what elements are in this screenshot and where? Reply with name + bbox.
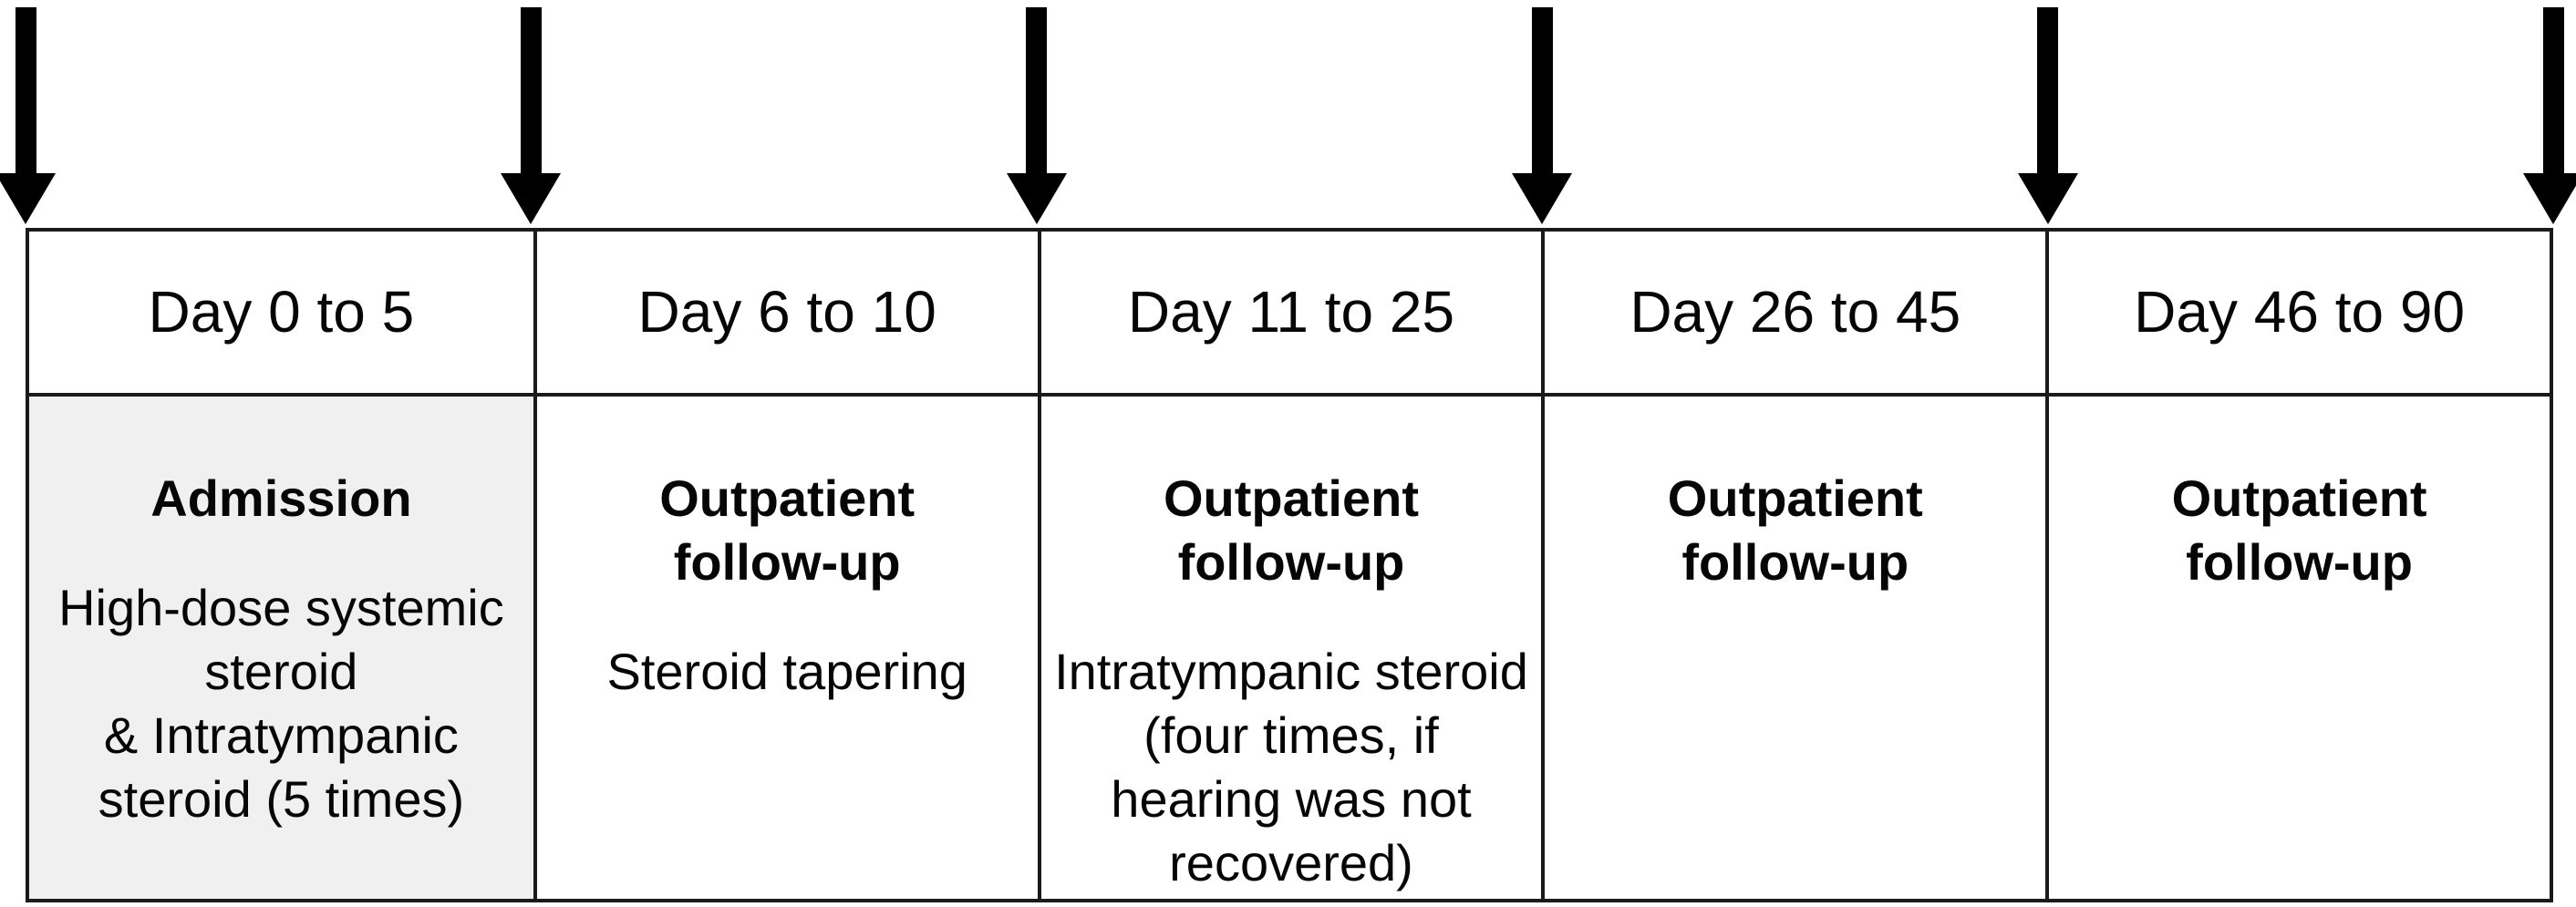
phase-detail: Steroid tapering bbox=[606, 643, 967, 700]
phase-cell-outpatient-3: Outpatient follow-up bbox=[1541, 397, 2046, 899]
phase-heading: Outpatient follow-up bbox=[659, 469, 916, 591]
arrow-head bbox=[0, 173, 56, 224]
arrow-head bbox=[1006, 173, 1067, 224]
phase-detail: High-dose systemic steroid & Intratympan… bbox=[58, 579, 504, 828]
arrow-head bbox=[1512, 173, 1573, 224]
arrow-shaft bbox=[520, 7, 542, 173]
down-arrow-icon bbox=[1006, 7, 1067, 224]
arrow-head bbox=[2017, 173, 2078, 224]
phase-heading: Outpatient follow-up bbox=[2171, 469, 2427, 591]
arrow-shaft bbox=[1026, 7, 1048, 173]
phase-cell-admission: Admission High-dose systemic steroid & I… bbox=[29, 397, 533, 899]
period-label: Day 26 to 45 bbox=[1629, 279, 1961, 345]
period-header-day-26-45: Day 26 to 45 bbox=[1541, 232, 2046, 397]
timepoint-arrows bbox=[0, 0, 2576, 228]
phase-heading: Outpatient follow-up bbox=[1164, 469, 1419, 591]
timeline-table: Day 0 to 5 Day 6 to 10 Day 11 to 25 Day … bbox=[26, 228, 2553, 902]
arrow-shaft bbox=[2037, 7, 2059, 173]
down-arrow-icon bbox=[0, 7, 56, 224]
period-label: Day 11 to 25 bbox=[1127, 279, 1455, 345]
period-header-day-6-10: Day 6 to 10 bbox=[533, 232, 1038, 397]
period-label: Day 46 to 90 bbox=[2134, 279, 2466, 345]
arrow-shaft bbox=[2542, 7, 2564, 173]
phase-heading: Outpatient follow-up bbox=[1667, 469, 1923, 591]
arrow-shaft bbox=[15, 7, 36, 173]
period-label: Day 0 to 5 bbox=[148, 279, 415, 345]
down-arrow-icon bbox=[501, 7, 562, 224]
period-header-day-0-5: Day 0 to 5 bbox=[29, 232, 533, 397]
down-arrow-icon bbox=[2523, 7, 2576, 224]
down-arrow-icon bbox=[1512, 7, 1573, 224]
down-arrow-icon bbox=[2017, 7, 2078, 224]
period-label: Day 6 to 10 bbox=[637, 279, 936, 345]
phase-cell-outpatient-1: Outpatient follow-up Steroid tapering bbox=[533, 397, 1038, 899]
arrow-shaft bbox=[1531, 7, 1553, 173]
period-header-day-11-25: Day 11 to 25 bbox=[1037, 232, 1542, 397]
arrow-head bbox=[2523, 173, 2576, 224]
arrow-head bbox=[501, 173, 562, 224]
phase-cell-outpatient-4: Outpatient follow-up bbox=[2045, 397, 2550, 899]
period-header-day-46-90: Day 46 to 90 bbox=[2045, 232, 2550, 397]
phase-heading: Admission bbox=[150, 469, 412, 527]
phase-cell-outpatient-2: Outpatient follow-up Intratympanic stero… bbox=[1037, 397, 1542, 899]
phase-detail: Intratympanic steroid (four times, if he… bbox=[1054, 643, 1528, 892]
